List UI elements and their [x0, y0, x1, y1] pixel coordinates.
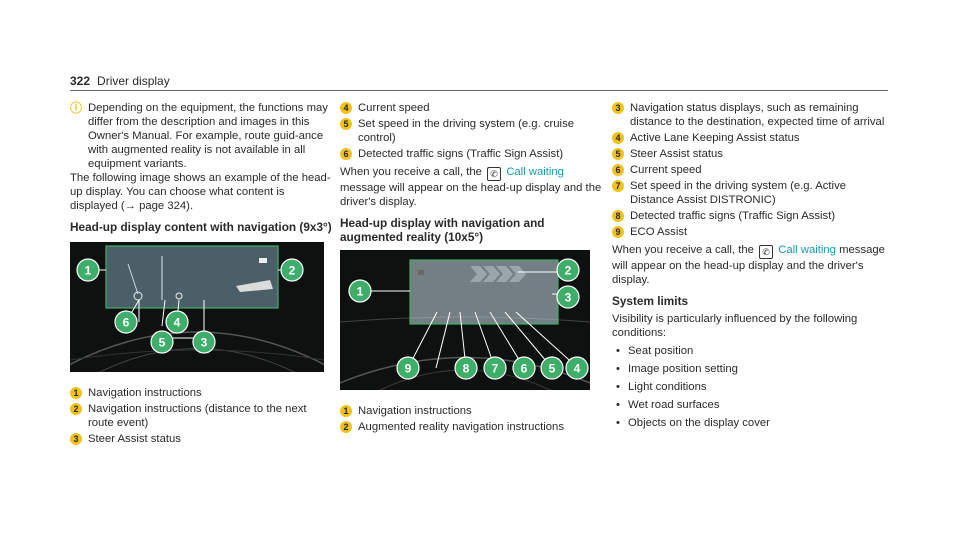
call-text-pre: When you receive a call, the — [612, 244, 754, 256]
list-item: Light conditions — [612, 380, 888, 394]
call-waiting-link[interactable]: Call waiting — [506, 166, 564, 178]
legend-text: Navigation instructions (distance to the… — [88, 403, 307, 429]
callout-2: 2 — [289, 264, 296, 278]
figure-callouts: 1 2 3 4 5 6 7 8 9 — [348, 258, 589, 380]
legend-number: 3 — [612, 102, 624, 114]
callout-5: 5 — [549, 362, 556, 376]
call-waiting-link[interactable]: Call waiting — [778, 244, 836, 256]
legend-number: 6 — [340, 148, 352, 160]
legend-text: Detected traffic signs (Traffic Sign Ass… — [630, 210, 836, 222]
legend-number: 8 — [612, 210, 624, 222]
callout-4: 4 — [174, 316, 181, 330]
note-text: Depending on the equipment, the function… — [88, 102, 328, 170]
legend-text: Set speed in the driving system (e.g. cr… — [358, 118, 574, 144]
limits-intro: Visibility is particularly influenced by… — [612, 313, 858, 339]
legend-number: 1 — [340, 405, 352, 417]
phone-icon: ✆ — [487, 167, 502, 181]
hud-figure-ar: 1 2 3 4 5 6 7 8 9 — [340, 250, 590, 390]
legend-text: Current speed — [358, 102, 430, 114]
callout-2: 2 — [565, 264, 572, 278]
callout-6: 6 — [521, 362, 528, 376]
figure-callouts: 1 2 3 4 5 6 — [76, 258, 304, 354]
legend-item: 1 Navigation instructions — [340, 404, 602, 418]
call-waiting-text: When you receive a call, the ✆ Call wait… — [612, 243, 888, 287]
legend-item: 2 Navigation instructions (distance to t… — [70, 402, 332, 430]
callout-3: 3 — [201, 336, 208, 350]
hud-figure-9x3: 1 2 3 4 5 6 — [70, 242, 324, 372]
info-note: ⓘ Depending on the equipment, the functi… — [70, 101, 332, 171]
list-item: Seat position — [612, 344, 888, 358]
call-waiting-text: When you receive a call, the ✆ Call wait… — [340, 165, 602, 209]
legend-text: Current speed — [630, 164, 702, 176]
heading-hud-ar: Head-up display with navigation and augm… — [340, 216, 545, 244]
column-right: 3 Navigation status displays, such as re… — [612, 101, 888, 430]
info-icon: ⓘ — [70, 101, 83, 115]
legend-number: 3 — [70, 433, 82, 445]
page-number: 322 — [70, 74, 91, 88]
legend-item: 5 Steer Assist status — [612, 147, 888, 161]
page-header: 322 Driver display — [70, 74, 170, 88]
intro-text: The following image shows an example of … — [70, 172, 331, 212]
call-text-pre: When you receive a call, the — [340, 166, 482, 178]
legend-item: 3 Navigation status displays, such as re… — [612, 101, 888, 129]
column-left: ⓘ Depending on the equipment, the functi… — [70, 101, 332, 448]
section-title: Driver display — [97, 74, 170, 88]
call-text-post: message will appear on the head-up displ… — [612, 244, 885, 286]
list-item: Wet road surfaces — [612, 398, 888, 412]
call-text-post: message will appear on the head-up displ… — [340, 182, 602, 208]
legend-number: 4 — [340, 102, 352, 114]
heading-hud-9x3: Head-up display content with navigation … — [70, 220, 332, 234]
legend-item: 2 Augmented reality navigation instructi… — [340, 420, 602, 434]
callout-1: 1 — [85, 264, 92, 278]
legend-number: 4 — [612, 132, 624, 144]
legend-item: 6 Current speed — [612, 163, 888, 177]
legend-item: 8 Detected traffic signs (Traffic Sign A… — [612, 209, 888, 223]
legend-text: Navigation status displays, such as rema… — [630, 102, 885, 128]
legend-text: Steer Assist status — [630, 148, 723, 160]
legend-number: 5 — [340, 118, 352, 130]
callout-1: 1 — [357, 285, 364, 299]
column-middle: 4 Current speed 5 Set speed in the drivi… — [340, 101, 602, 436]
heading-system-limits: System limits — [612, 294, 689, 308]
hud-figure-9x3-drawing: 1 2 3 4 5 6 — [70, 245, 324, 372]
legend-text: Augmented reality navigation instruction… — [358, 421, 564, 433]
legend-text: Set speed in the driving system (e.g. Ac… — [630, 180, 847, 206]
list-item: Image position setting — [612, 362, 888, 376]
legend-number: 6 — [612, 164, 624, 176]
legend-text: Steer Assist status — [88, 433, 181, 445]
callout-6: 6 — [123, 316, 130, 330]
legend-number: 7 — [612, 180, 624, 192]
legend-item: 4 Active Lane Keeping Assist status — [612, 131, 888, 145]
legend-item: 9 ECO Assist — [612, 225, 888, 239]
legend-text: Active Lane Keeping Assist status — [630, 132, 800, 144]
legend-item: 6 Detected traffic signs (Traffic Sign A… — [340, 147, 602, 161]
legend-text: ECO Assist — [630, 226, 688, 238]
legend-number: 5 — [612, 148, 624, 160]
legend-item: 1 Navigation instructions — [70, 386, 332, 400]
legend-item: 7 Set speed in the driving system (e.g. … — [612, 179, 888, 207]
list-item: Objects on the display cover — [612, 416, 888, 430]
legend-number: 1 — [70, 387, 82, 399]
hud-figure-ar-drawing: 1 2 3 4 5 6 7 8 9 — [340, 258, 590, 390]
legend-text: Navigation instructions — [88, 387, 202, 399]
header-divider — [70, 90, 888, 91]
callout-8: 8 — [463, 362, 470, 376]
legend-number: 2 — [70, 403, 82, 415]
legend-number: 2 — [340, 421, 352, 433]
limits-list: Seat position Image position setting Lig… — [612, 344, 888, 430]
callout-5: 5 — [159, 336, 166, 350]
callout-9: 9 — [405, 362, 412, 376]
legend-item: 5 Set speed in the driving system (e.g. … — [340, 117, 602, 145]
callout-3: 3 — [565, 291, 572, 305]
legend-item: 4 Current speed — [340, 101, 602, 115]
callout-4: 4 — [574, 362, 581, 376]
legend-text: Navigation instructions — [358, 405, 472, 417]
phone-icon: ✆ — [759, 245, 774, 259]
legend-item: 3 Steer Assist status — [70, 432, 332, 446]
legend-text: Detected traffic signs (Traffic Sign Ass… — [358, 148, 564, 160]
legend-number: 9 — [612, 226, 624, 238]
callout-7: 7 — [492, 362, 499, 376]
